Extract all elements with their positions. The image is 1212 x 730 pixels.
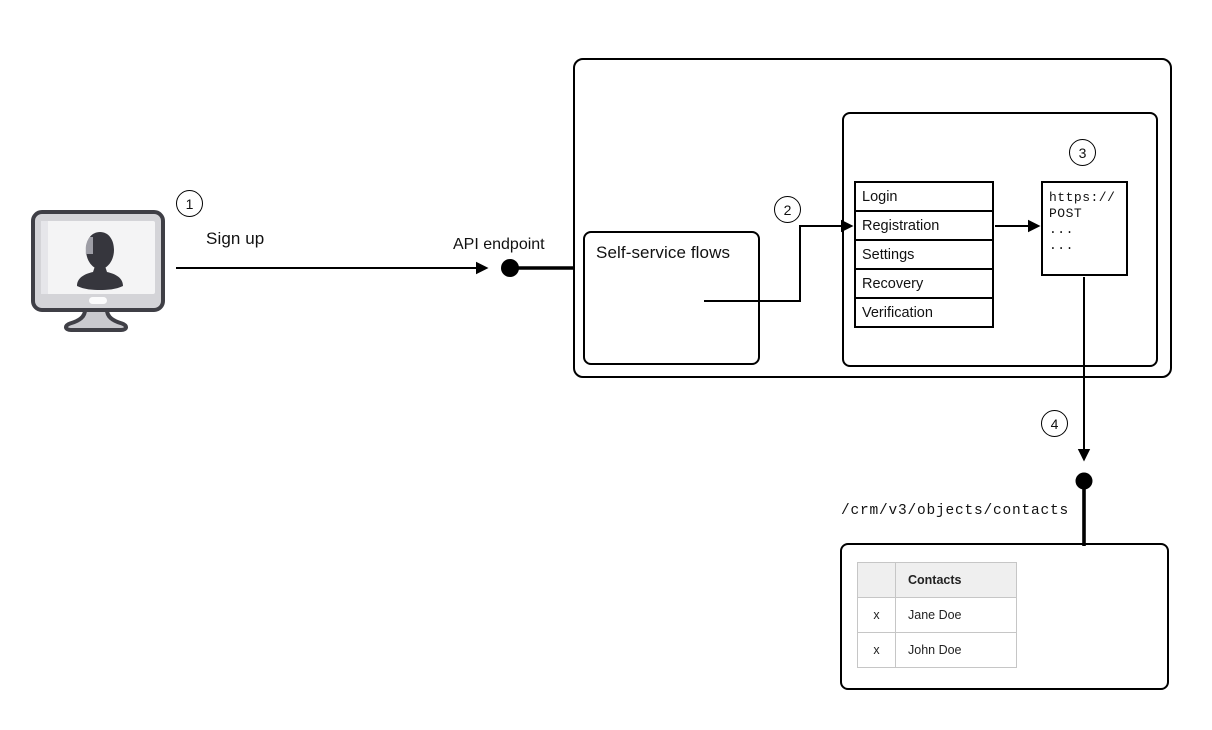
contact-row-2: x John Doe — [857, 632, 1017, 668]
self-service-flows-box: Self-service flows — [583, 231, 760, 365]
api-endpoint-dot — [501, 259, 575, 277]
contact-1-marker: x — [857, 597, 896, 633]
step-3-number: 3 — [1078, 144, 1087, 161]
code-line-url: https:// — [1049, 190, 1116, 205]
contacts-header-row: Contacts — [857, 562, 1017, 598]
contact-1-name: Jane Doe — [895, 597, 1017, 633]
flow-row-registration: Registration — [856, 212, 992, 241]
contacts-table: Contacts x Jane Doe x John Doe — [857, 562, 1017, 668]
crm-path-label: /crm/v3/objects/contacts — [841, 503, 1070, 519]
step-1-number: 1 — [185, 195, 194, 212]
contact-2-marker: x — [857, 632, 896, 668]
flow-type-list: Login Registration Settings Recovery Ver… — [854, 181, 994, 328]
step-2-number: 2 — [783, 201, 792, 218]
webhook-code-box: https:// POST ... ... — [1041, 181, 1128, 276]
signup-arrow — [176, 261, 489, 275]
flow-row-login: Login — [856, 183, 992, 212]
flow-row-verification: Verification — [862, 304, 933, 321]
step-3-badge: 3 — [1069, 139, 1096, 166]
step-2-badge: 2 — [774, 196, 801, 223]
flow-row-recovery: Recovery — [856, 270, 992, 299]
sign-up-label: Sign up — [206, 229, 265, 248]
hubspot-endpoint-dot — [1075, 472, 1093, 546]
monitor-user-icon — [31, 210, 165, 332]
step-4-badge: 4 — [1041, 410, 1068, 437]
self-service-flows-title: Self-service flows — [596, 243, 731, 262]
contacts-header-x — [857, 562, 896, 598]
contact-row-1: x Jane Doe — [857, 597, 1017, 633]
flow-row-settings: Settings — [856, 241, 992, 270]
code-line-method: POST — [1049, 206, 1083, 221]
contacts-header-label: Contacts — [895, 562, 1017, 598]
user-silhouette-icon — [77, 232, 123, 290]
api-endpoint-label: API endpoint — [453, 236, 545, 253]
contact-2-name: John Doe — [895, 632, 1017, 668]
step-1-badge: 1 — [176, 190, 203, 217]
code-line-ellipsis-2: ... — [1049, 238, 1074, 253]
code-line-ellipsis-1: ... — [1049, 222, 1074, 237]
step-4-number: 4 — [1050, 415, 1059, 432]
